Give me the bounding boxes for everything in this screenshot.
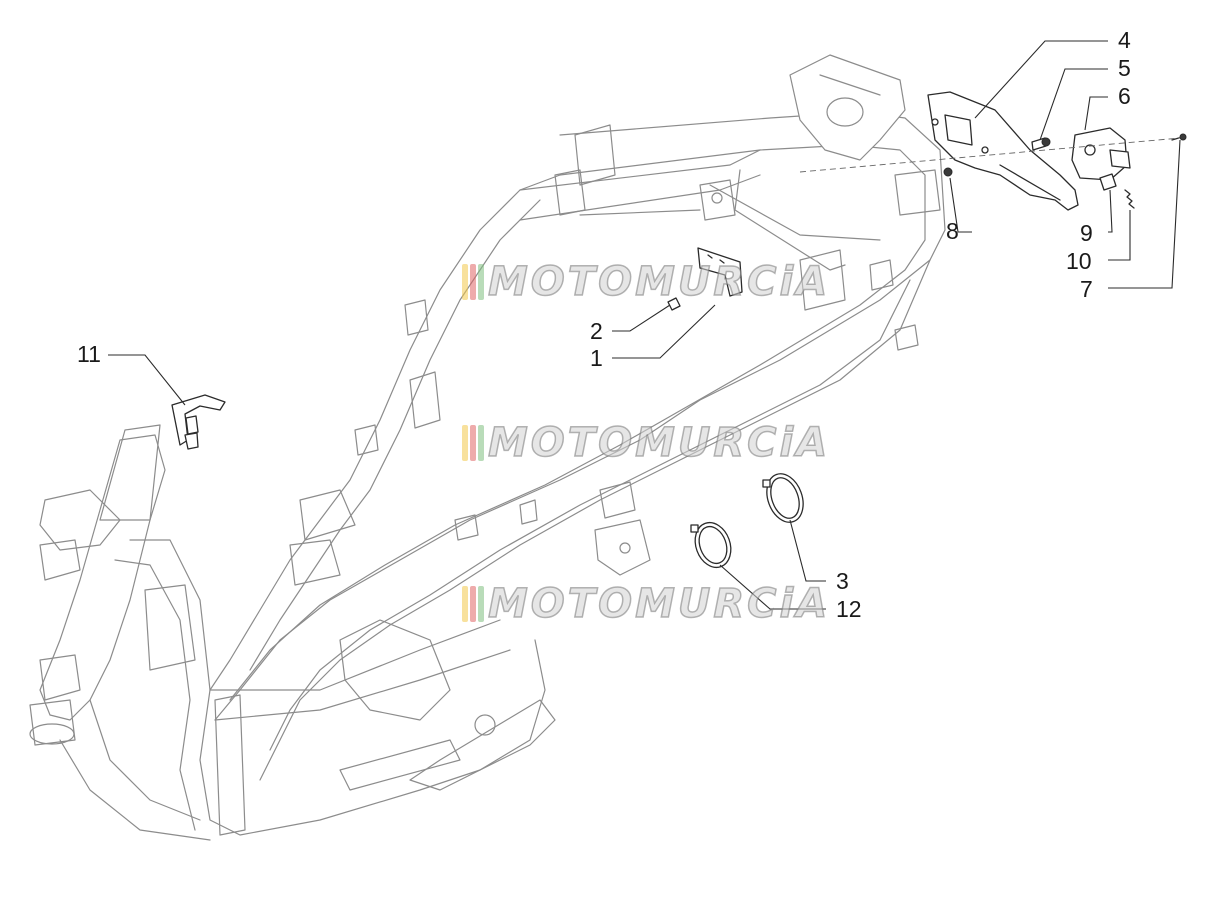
part-4-mounting-plate (927, 91, 1079, 211)
part-6-lock-housing (1071, 127, 1131, 181)
callout-7: 7 (1080, 276, 1093, 302)
assembly-axis-line (799, 137, 1181, 173)
leader-lines (108, 40, 1181, 610)
callout-1: 1 (590, 345, 603, 371)
part-10-spring (1124, 189, 1135, 209)
part-8-nut (943, 167, 953, 177)
callout-8: 8 (946, 218, 959, 244)
callout-6: 6 (1118, 83, 1131, 109)
watermark-logo: MOTOMURCiA (462, 258, 831, 306)
watermark-text: MOTOMURCiA (487, 419, 831, 467)
part-1-bracket (697, 247, 743, 297)
watermark-bars (462, 264, 484, 300)
scooter-frame (29, 54, 946, 841)
part-12-clamp (690, 521, 732, 569)
callout-12: 12 (836, 596, 862, 622)
watermark-text: MOTOMURCiA (487, 258, 831, 306)
part-5-screw (1031, 137, 1051, 151)
callout-4: 4 (1118, 27, 1131, 53)
callout-5: 5 (1118, 55, 1131, 81)
part-3-clamp (762, 473, 804, 523)
watermark-text: MOTOMURCiA (487, 580, 831, 628)
watermark-logo: MOTOMURCiA (462, 580, 831, 628)
part-2-screw (667, 297, 681, 311)
callout-2: 2 (590, 318, 603, 344)
watermark-bars (462, 425, 484, 461)
part-11-clip (171, 394, 226, 450)
callout-10: 10 (1066, 248, 1092, 274)
part-7-screw (1171, 133, 1187, 141)
part-9-fitting (1099, 173, 1117, 191)
callout-11: 11 (77, 341, 101, 367)
watermark-bars (462, 586, 484, 622)
watermark-logo: MOTOMURCiA (462, 419, 831, 467)
callout-3: 3 (836, 568, 849, 594)
callout-9: 9 (1080, 220, 1093, 246)
